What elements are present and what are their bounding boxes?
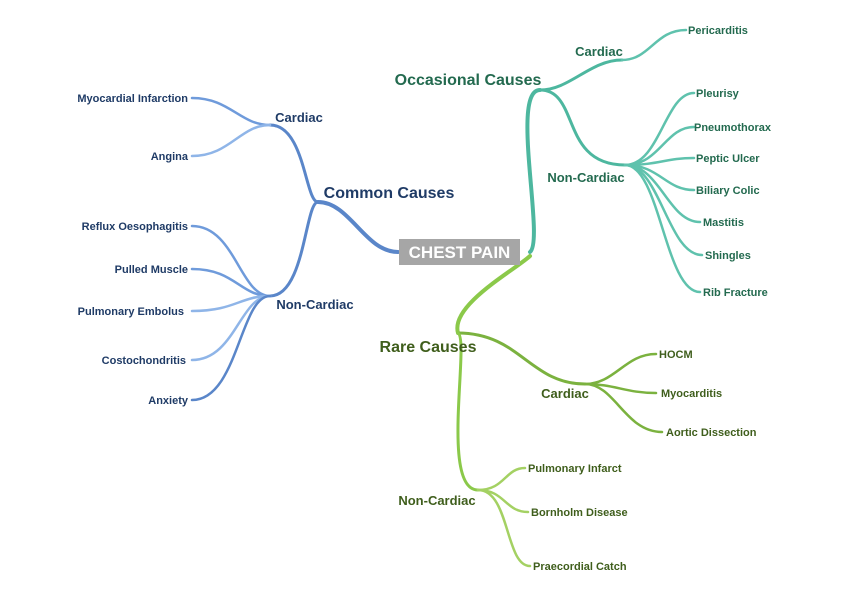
edge-common-cardiac <box>268 123 320 204</box>
edge-root-common <box>316 200 400 254</box>
occasional-cardiac-label: Cardiac <box>575 44 623 59</box>
leaf-pneumothorax: Pneumothorax <box>694 122 772 134</box>
leaf-praecordial-catch: Praecordial Catch <box>533 561 627 573</box>
edge-nc-pulled <box>190 267 272 298</box>
edge-occ-noncardiac <box>538 88 627 167</box>
common-edges <box>190 96 400 402</box>
leaf-myocarditis: Myocarditis <box>661 388 722 400</box>
leaf-aortic-dissection: Aortic Dissection <box>666 427 757 439</box>
edge-rare-noncardiac <box>456 331 480 492</box>
edge-rare-pulminf <box>476 466 527 492</box>
edge-occ-pericarditis <box>620 28 688 62</box>
edge-rare-bornholm <box>476 488 530 514</box>
common-causes-label: Common Causes <box>324 185 455 202</box>
common-cardiac-label: Cardiac <box>275 110 323 125</box>
occasional-causes-label: Occasional Causes <box>395 72 542 89</box>
edge-root-rare <box>455 254 532 335</box>
rare-noncardiac-label: Non-Cardiac <box>398 493 475 508</box>
leaf-myocardial-infarction: Myocardial Infarction <box>77 93 188 105</box>
leaf-rib-fracture: Rib Fracture <box>703 287 768 299</box>
leaf-mastitis: Mastitis <box>703 217 744 229</box>
leaf-biliary-colic: Biliary Colic <box>696 185 760 197</box>
leaf-pulmonary-infarct: Pulmonary Infarct <box>528 463 622 475</box>
edge-nc-anxiety <box>190 294 272 402</box>
leaf-pulled-muscle: Pulled Muscle <box>115 264 188 276</box>
leaf-pulmonary-embolus: Pulmonary Embolus <box>78 306 184 318</box>
rare-cardiac-label: Cardiac <box>541 386 589 401</box>
edge-occ-cardiac <box>538 58 624 92</box>
root-box <box>399 239 520 265</box>
leaf-hocm: HOCM <box>659 349 693 361</box>
edge-cardiac-mi <box>190 96 272 127</box>
leaf-bornholm-disease: Bornholm Disease <box>531 507 628 519</box>
edge-rare-aortic <box>583 382 664 434</box>
occasional-noncardiac-label: Non-Cardiac <box>547 170 624 185</box>
edge-nc-reflux <box>190 224 272 298</box>
edge-rare-cardiac <box>456 331 587 386</box>
leaf-angina: Angina <box>151 151 189 163</box>
edge-occ-rib <box>623 163 702 294</box>
leaf-reflux-oesophagitis: Reflux Oesophagitis <box>82 221 188 233</box>
leaf-pericarditis: Pericarditis <box>688 25 748 37</box>
edge-common-noncardiac <box>268 200 320 298</box>
edge-cardiac-angina <box>190 123 272 158</box>
edge-nc-pe <box>190 294 272 313</box>
leaf-peptic-ulcer: Peptic Ulcer <box>696 153 760 165</box>
leaf-pleurisy: Pleurisy <box>696 88 740 100</box>
leaf-shingles: Shingles <box>705 250 751 262</box>
occasional-edges <box>525 28 704 294</box>
rare-edges <box>455 254 664 568</box>
edge-occ-pleurisy <box>623 91 696 167</box>
leaf-costochondritis: Costochondritis <box>102 355 186 367</box>
edge-root-occasional <box>525 88 542 254</box>
rare-causes-label: Rare Causes <box>380 339 477 356</box>
root-label: CHEST PAIN <box>409 243 511 262</box>
common-noncardiac-label: Non-Cardiac <box>276 297 353 312</box>
leaf-anxiety: Anxiety <box>148 395 189 407</box>
edge-rare-hocm <box>583 352 658 386</box>
edge-rare-praecordial <box>476 488 532 568</box>
edge-occ-mastitis <box>623 163 702 224</box>
